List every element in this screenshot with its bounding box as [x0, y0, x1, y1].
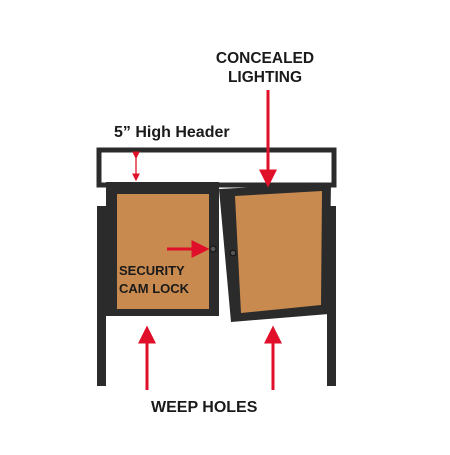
concealed-lighting-label: CONCEALED LIGHTING	[195, 49, 335, 87]
security-line2: CAM LOCK	[119, 281, 190, 296]
right-post	[327, 206, 336, 386]
door-lock-icon	[229, 249, 237, 257]
left-post	[97, 206, 106, 386]
weep-holes-label: WEEP HOLES	[151, 399, 258, 416]
header-frame	[96, 147, 337, 188]
right-cork-panel	[235, 191, 322, 313]
concealed-lighting-line2: LIGHTING	[227, 69, 303, 86]
cam-lock-icon	[209, 245, 217, 253]
security-cam-lock-label: SECURITY CAM LOCK	[119, 262, 189, 298]
header-label: 5” High Header	[114, 124, 230, 141]
concealed-lighting-line1: CONCEALED	[215, 50, 315, 67]
security-line1: SECURITY	[119, 263, 185, 278]
